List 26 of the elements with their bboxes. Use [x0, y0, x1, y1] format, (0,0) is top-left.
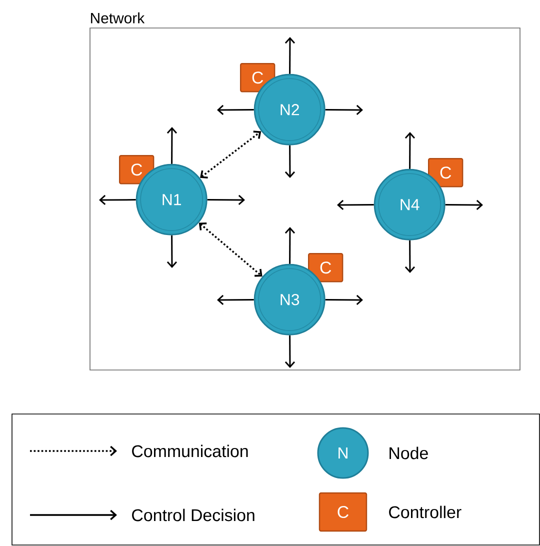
control-arrow	[166, 235, 178, 268]
control-arrow	[337, 200, 374, 210]
control-arrow	[284, 227, 296, 264]
node-label: Network	[91, 12, 145, 24]
control-arrow	[284, 145, 296, 178]
controller-box: C	[428, 158, 464, 188]
legend-label: Node	[390, 446, 428, 460]
legend-label: Control Decision	[132, 508, 254, 522]
control-arrow	[404, 240, 416, 273]
controller-box: C	[308, 253, 344, 282]
communication-arrow	[198, 222, 262, 277]
control-arrow	[284, 37, 296, 74]
control-arrow	[404, 132, 416, 169]
control-arrow	[284, 335, 296, 368]
communication-arrow	[200, 130, 262, 179]
control-arrow	[99, 194, 136, 206]
legend-label: Controller	[389, 506, 462, 518]
legend-controller-box: C	[318, 492, 368, 532]
control-arrow	[166, 127, 178, 164]
control-arrow	[325, 104, 363, 116]
control-arrow	[445, 200, 483, 210]
control-arrow	[217, 294, 254, 306]
control-arrow	[217, 104, 254, 116]
control-arrow	[325, 294, 363, 306]
legend-label: Communication	[132, 444, 248, 458]
control-arrow	[207, 194, 245, 206]
